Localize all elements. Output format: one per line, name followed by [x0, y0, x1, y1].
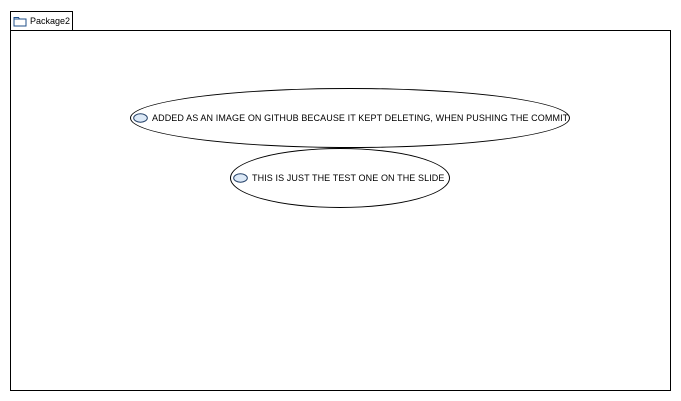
use-case-2[interactable]: THIS IS JUST THE TEST ONE ON THE SLIDE [233, 171, 451, 185]
use-case-1[interactable]: ADDED AS AN IMAGE ON GITHUB BECAUSE IT K… [133, 111, 569, 125]
use-case-label: THIS IS JUST THE TEST ONE ON THE SLIDE [252, 173, 445, 183]
use-case-ellipse-icon [233, 173, 248, 183]
use-case-ellipse-icon [133, 113, 148, 123]
folder-icon [13, 17, 27, 27]
use-case-ellipse[interactable] [230, 148, 450, 208]
package-name: Package2 [30, 16, 71, 26]
package-tab[interactable]: Package2 [10, 11, 73, 30]
package-body[interactable] [10, 30, 671, 391]
use-case-label: ADDED AS AN IMAGE ON GITHUB BECAUSE IT K… [152, 113, 569, 123]
use-case-ellipse[interactable] [130, 88, 570, 148]
